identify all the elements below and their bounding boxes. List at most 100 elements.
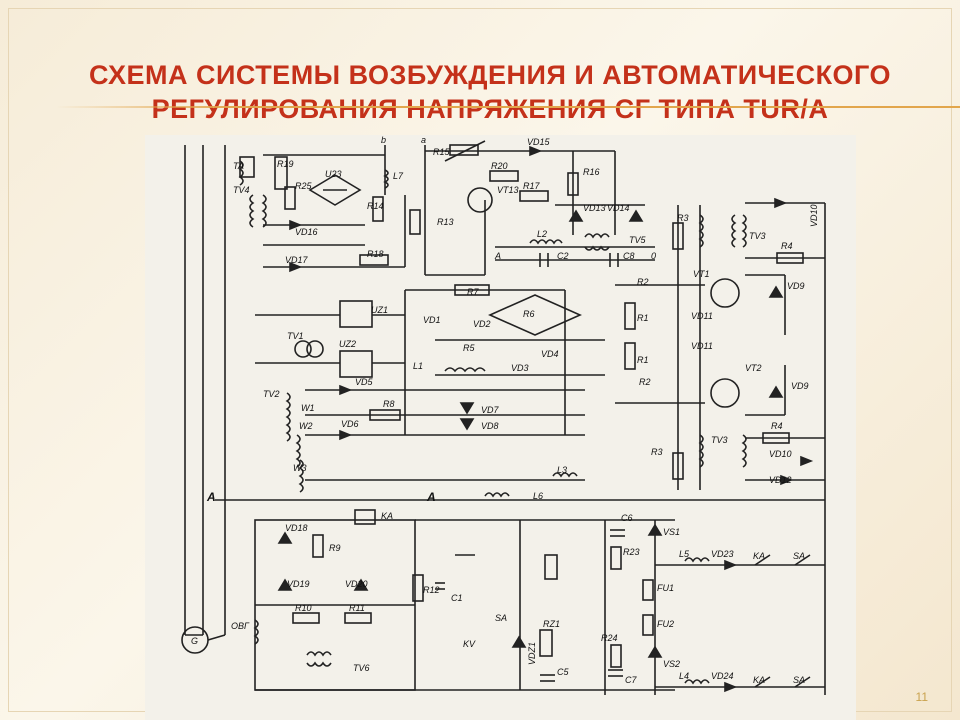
label-ka-top: KA <box>381 511 393 521</box>
label-r24: R24 <box>601 633 618 643</box>
label-l3: L3 <box>557 465 567 475</box>
tv2-block <box>215 384 825 501</box>
label-r17: R17 <box>523 181 541 191</box>
label-c2: C2 <box>557 251 569 261</box>
label-a-bus: A <box>426 490 436 504</box>
transistor-block <box>615 274 786 416</box>
label-tv5: TV5 <box>629 235 647 245</box>
schematic-labels: TA R19 U23 b L7 a R15 VD15 TV4 R25 R2 0 V… <box>191 135 819 685</box>
lower-right-block <box>604 520 825 695</box>
label-r10: R10 <box>295 603 312 613</box>
label-c7: C7 <box>625 675 637 685</box>
label-vd5: VD5 <box>355 377 374 387</box>
label-r12: R12 <box>423 585 440 595</box>
label-vd15: VD15 <box>527 137 551 147</box>
label-vs2: VS2 <box>663 659 680 669</box>
label-r13: R13 <box>437 217 454 227</box>
right-upper-block <box>672 197 826 695</box>
label-l1: L1 <box>413 361 423 371</box>
label-c8: C8 <box>623 251 635 261</box>
label-sa-low: SA <box>495 613 507 623</box>
label-vd2: VD2 <box>473 319 491 329</box>
label-ta: TA <box>233 161 244 171</box>
label-kv: KV <box>463 639 476 649</box>
circuit-schematic: TA R19 U23 b L7 a R15 VD15 TV4 R25 R2 0 V… <box>145 135 856 720</box>
label-r15: R15 <box>433 147 451 157</box>
label-vd13: VD13 <box>583 203 606 213</box>
label-zero: 0 <box>651 251 656 261</box>
label-l4: L4 <box>679 671 689 681</box>
label-a-left: A <box>206 490 216 504</box>
lower-center-block <box>255 519 675 691</box>
label-w1: W1 <box>301 403 315 413</box>
label-sa-mid: SA <box>793 551 805 561</box>
label-vd24: VD24 <box>711 671 734 681</box>
label-vd7: VD7 <box>481 405 500 415</box>
label-a-mid: A <box>494 251 501 261</box>
label-uz2: UZ2 <box>339 339 356 349</box>
label-vd3: VD3 <box>511 363 529 373</box>
label-a-top: a <box>421 135 426 145</box>
label-tv3-top: TV3 <box>749 231 766 241</box>
diode-bridge <box>404 284 605 435</box>
label-ka-mid: KA <box>753 551 765 561</box>
label-r7: R7 <box>467 287 479 297</box>
filter-block <box>495 233 655 267</box>
rectifier-block <box>255 300 405 378</box>
label-vd1: VD1 <box>423 315 441 325</box>
label-l5: L5 <box>679 549 690 559</box>
label-l2: L2 <box>537 229 547 239</box>
label-r25: R25 <box>295 181 313 191</box>
label-r2-top: R2 <box>637 277 649 287</box>
label-r6: R6 <box>523 309 535 319</box>
title-underline <box>56 106 960 108</box>
label-r5: R5 <box>463 343 475 353</box>
label-vs1: VS1 <box>663 527 680 537</box>
label-vd11-top: VD11 <box>691 311 713 321</box>
label-r23: R23 <box>623 547 640 557</box>
label-b: b <box>381 135 386 145</box>
label-c6: C6 <box>621 513 633 523</box>
lower-left-block <box>253 509 416 691</box>
label-tv4: TV4 <box>233 185 250 195</box>
label-c5: C5 <box>557 667 569 677</box>
label-tv6: TV6 <box>353 663 370 673</box>
label-r9: R9 <box>329 543 341 553</box>
label-u23: U23 <box>325 169 342 179</box>
label-vd19: VD19 <box>287 579 310 589</box>
label-vd14: VD14 <box>607 203 630 213</box>
top-left-block <box>238 145 406 273</box>
label-fu2: FU2 <box>657 619 674 629</box>
label-tv3-bot: TV3 <box>711 435 728 445</box>
top-center-block <box>409 140 645 276</box>
label-vd9-bot: VD9 <box>791 381 809 391</box>
label-r3-bot: R3 <box>651 447 663 457</box>
label-r3-top: R3 <box>677 213 689 223</box>
label-vt13: VT13 <box>497 185 519 195</box>
label-vd11-bot: VD11 <box>691 341 713 351</box>
schematic-svg: TA R19 U23 b L7 a R15 VD15 TV4 R25 R2 0 V… <box>181 135 826 695</box>
label-r19: R19 <box>277 159 294 169</box>
label-tv1: TV1 <box>287 331 304 341</box>
label-r1-bot: R1 <box>637 355 649 365</box>
title-line-2: РЕГУЛИРОВАНИЯ НАПРЯЖЕНИЯ СГ ТИПА TUR/A <box>151 94 829 124</box>
label-r18: R18 <box>367 249 384 259</box>
label-uz1: UZ1 <box>371 305 388 315</box>
label-vd17: VD17 <box>285 255 309 265</box>
label-w2: W2 <box>299 421 313 431</box>
label-l7: L7 <box>393 171 404 181</box>
label-vd10-bot: VD10 <box>769 449 792 459</box>
label-tv2: TV2 <box>263 389 280 399</box>
label-vd8: VD8 <box>481 421 499 431</box>
title-line-1: СХЕМА СИСТЕМЫ ВОЗБУЖДЕНИЯ И АВТОМАТИЧЕСК… <box>88 60 892 90</box>
label-r14: R14 <box>367 201 384 211</box>
label-vd18: VD18 <box>285 523 308 533</box>
label-vd9-top: VD9 <box>787 281 805 291</box>
label-r11: R11 <box>349 603 365 613</box>
label-c1: C1 <box>451 593 463 603</box>
label-vt2: VT2 <box>745 363 762 373</box>
label-vd4: VD4 <box>541 349 559 359</box>
label-r4-bot: R4 <box>771 421 783 431</box>
label-r4-top: R4 <box>781 241 793 251</box>
label-vd6: VD6 <box>341 419 359 429</box>
